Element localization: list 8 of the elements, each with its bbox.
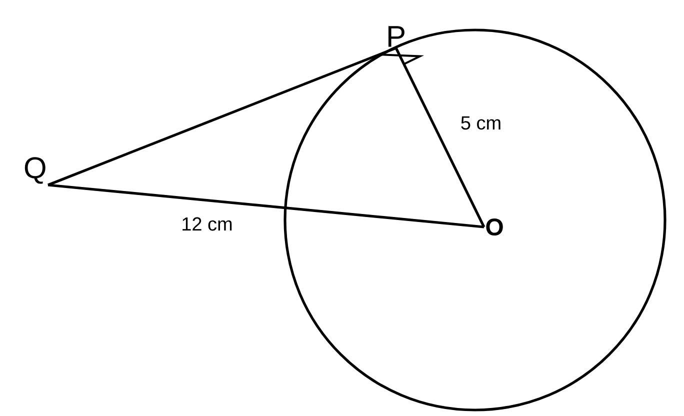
point-label: P — [388, 26, 404, 47]
line-segment — [48, 184, 484, 228]
point-label: Q — [24, 157, 46, 184]
line-segment — [48, 46, 396, 186]
length-label: 12 cm — [180, 216, 234, 232]
length-label: 5 cm — [459, 115, 503, 131]
line-segment — [394, 47, 486, 228]
point-label: O — [486, 218, 503, 236]
